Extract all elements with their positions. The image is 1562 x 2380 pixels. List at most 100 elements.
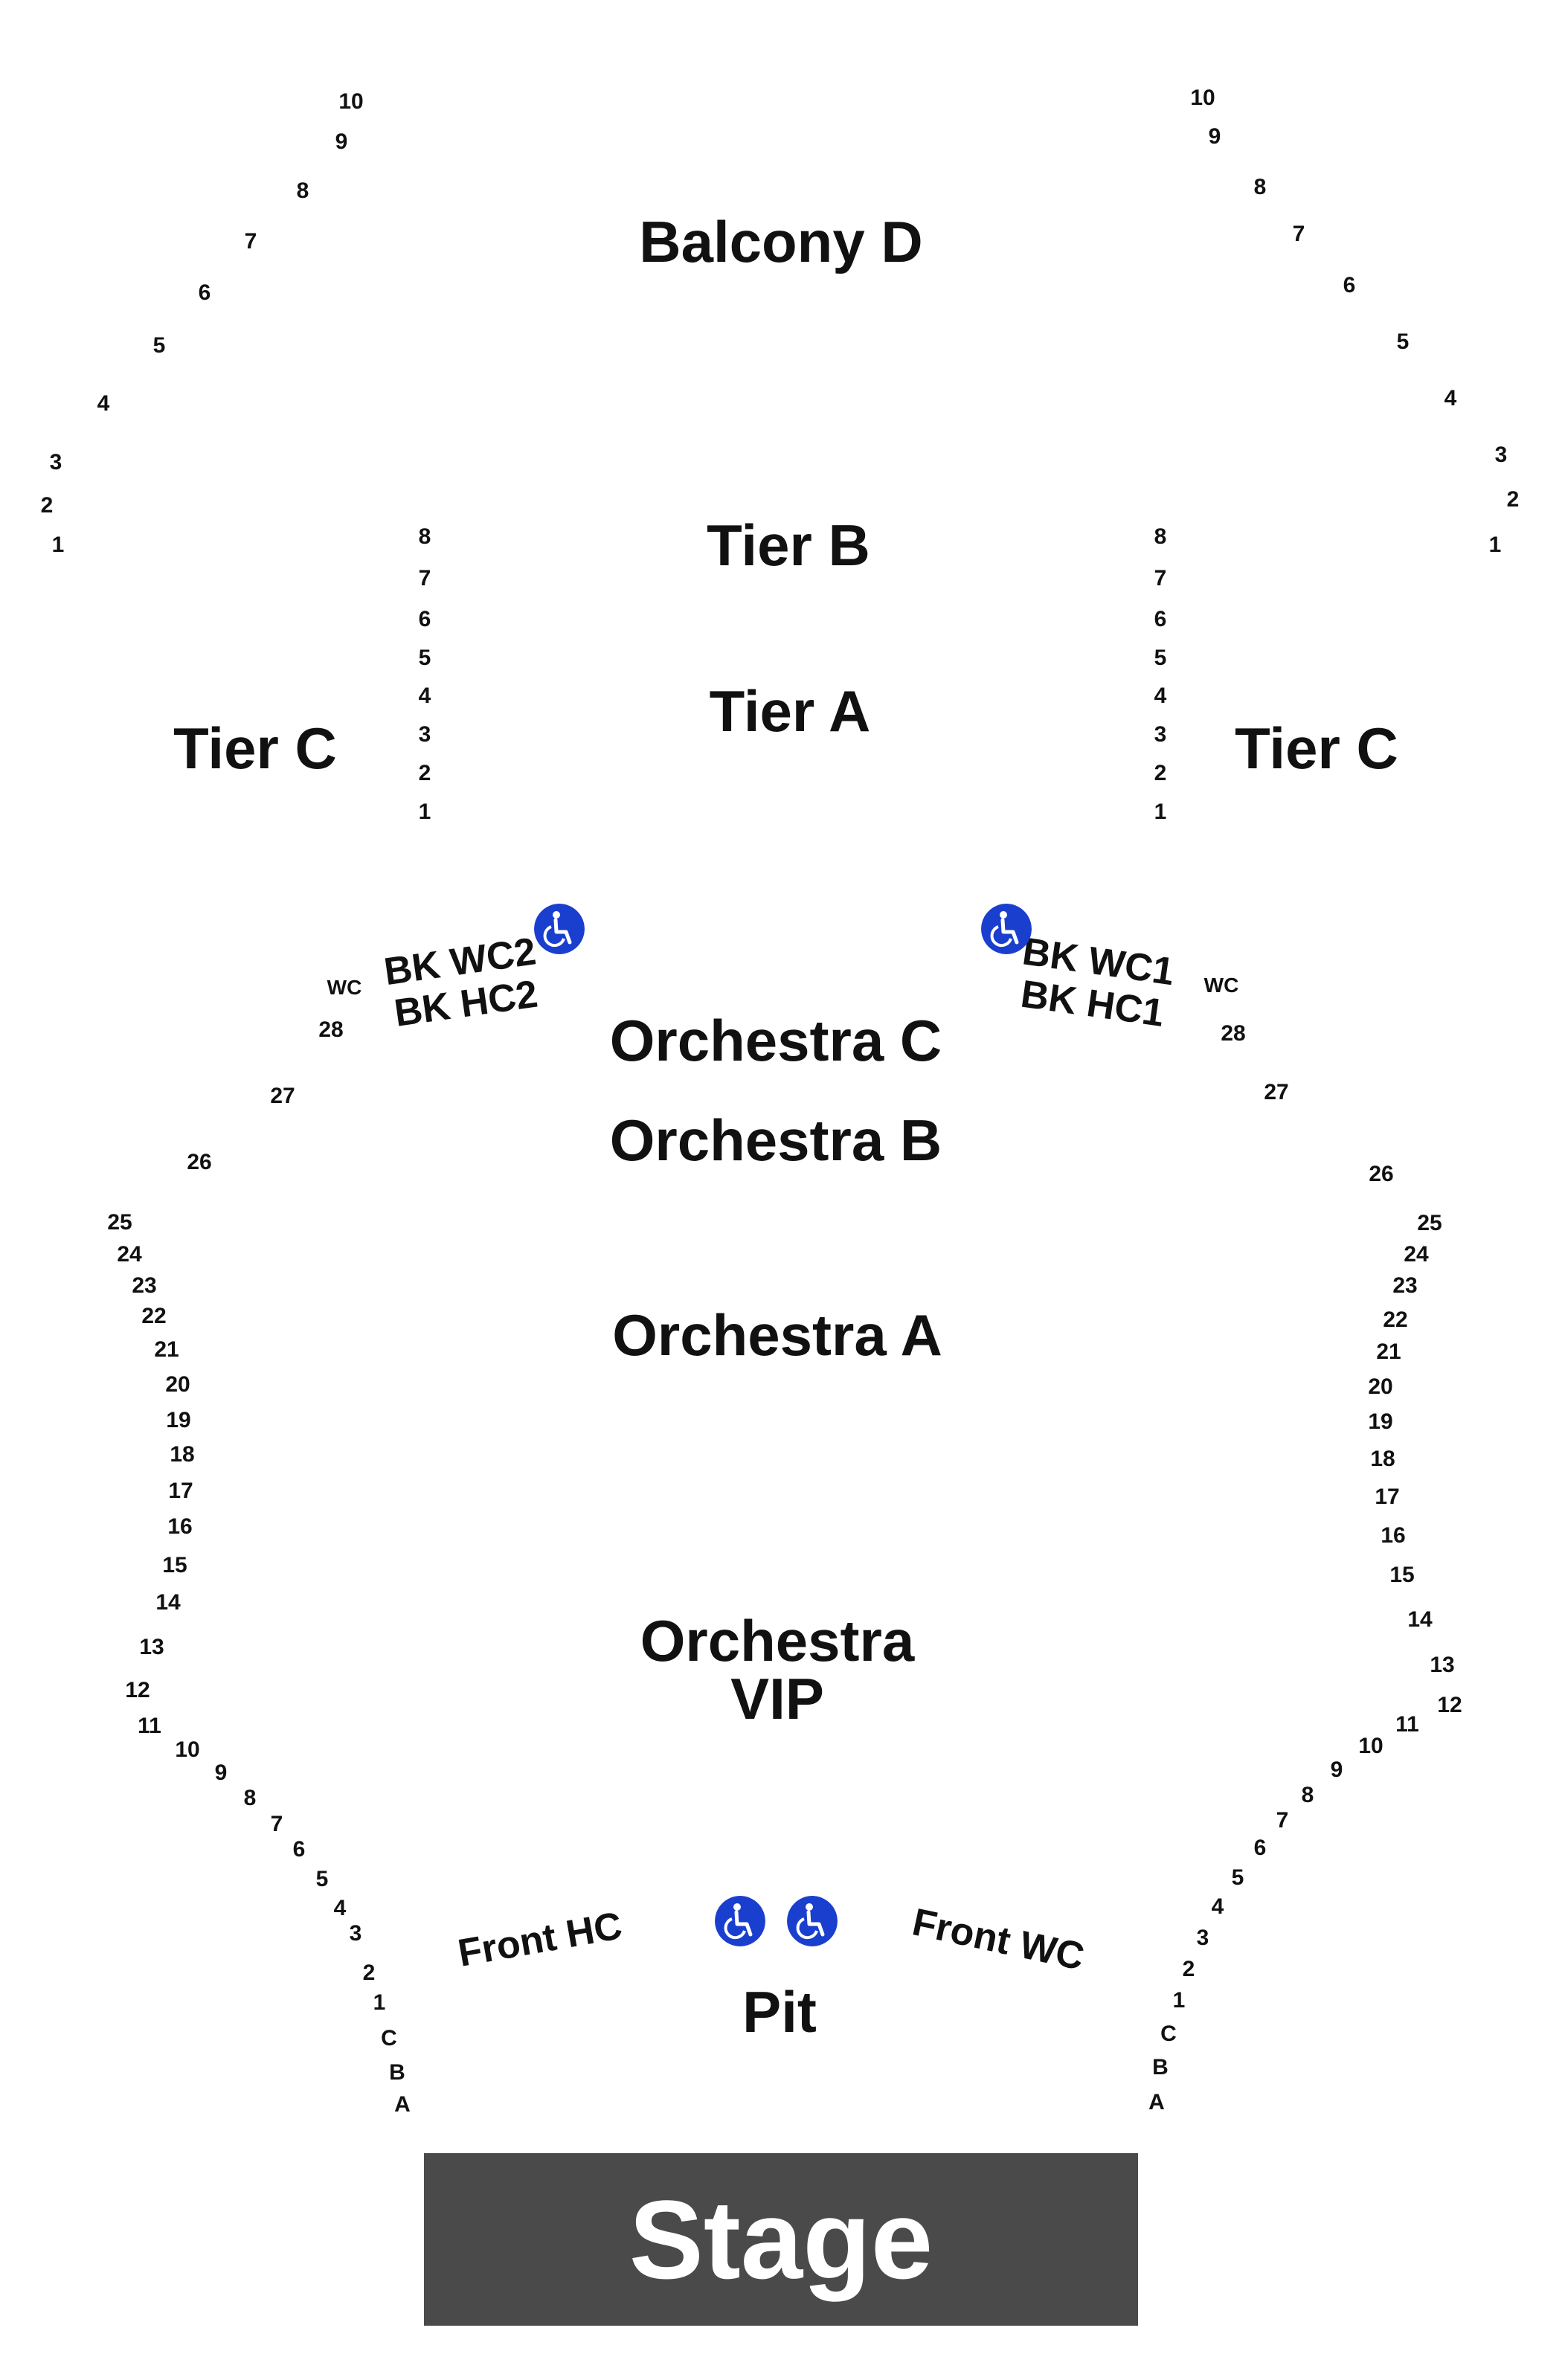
orchestra-row-label: 2 (1182, 1957, 1195, 1981)
orchestra-row-label: C (1160, 2022, 1177, 2046)
section-orchestra-a[interactable]: Orchestra A (612, 1302, 942, 1368)
front-wc-label[interactable]: Front WC (908, 1900, 1088, 1979)
bk-wc1-hc1-label[interactable]: BK WC1 BK HC1 (1018, 930, 1177, 1036)
wheelchair-accessible-icon (715, 1896, 765, 1946)
balcony-row-label: 6 (1343, 273, 1356, 298)
orchestra-row-label: A (1148, 2090, 1165, 2114)
balcony-row-label: 4 (1444, 386, 1457, 411)
balcony-row-label: 6 (198, 280, 211, 305)
orchestra-row-label: C (381, 2026, 397, 2051)
section-tier-a[interactable]: Tier A (709, 678, 871, 744)
tier-row-label: 2 (418, 761, 431, 785)
orchestra-row-label: 26 (1369, 1162, 1394, 1186)
orchestra-row-label: 14 (155, 1590, 181, 1615)
front-hc-label[interactable]: Front HC (454, 1904, 626, 1975)
bk-wc2-hc2-label[interactable]: BK WC2 BK HC2 (381, 930, 541, 1036)
orchestra-row-label: 22 (1383, 1308, 1408, 1332)
balcony-row-label: 8 (1253, 175, 1267, 199)
section-orchestra-vip[interactable]: Orchestra VIP (640, 1608, 915, 1731)
orchestra-row-label: 15 (162, 1553, 187, 1577)
tier-row-label: 8 (1154, 524, 1167, 549)
section-tier-c-right[interactable]: Tier C (1235, 715, 1398, 781)
tier-row-label: 2 (1154, 761, 1167, 785)
orchestra-row-label: 7 (1276, 1808, 1289, 1833)
orchestra-row-label: 4 (1211, 1894, 1224, 1919)
orchestra-row-label: 6 (1253, 1836, 1267, 1860)
stage[interactable]: Stage (424, 2153, 1138, 2326)
orchestra-row-label: 4 (333, 1896, 347, 1920)
orchestra-row-label: 21 (1376, 1339, 1401, 1364)
orchestra-row-label: 28 (1221, 1021, 1246, 1046)
orchestra-row-label: 8 (243, 1786, 257, 1810)
orchestra-row-label: 19 (1368, 1409, 1393, 1434)
orchestra-row-label: B (389, 2060, 405, 2085)
orchestra-row-label: 25 (107, 1210, 132, 1235)
section-tier-c-left[interactable]: Tier C (173, 715, 337, 781)
orchestra-row-label: 1 (1172, 1988, 1186, 2013)
orchestra-row-label: 16 (1381, 1523, 1406, 1548)
balcony-row-label: 5 (1396, 329, 1410, 354)
balcony-row-label: 9 (335, 129, 348, 154)
orchestra-row-label: 1 (373, 1990, 386, 2015)
orchestra-row-label: 13 (139, 1635, 164, 1659)
section-tier-b[interactable]: Tier B (707, 512, 870, 578)
orchestra-row-label: 28 (318, 1017, 344, 1042)
orchestra-row-label: 9 (214, 1760, 228, 1785)
balcony-row-label: 1 (51, 533, 65, 557)
tier-row-label: 4 (418, 684, 431, 708)
balcony-row-label: 2 (1506, 487, 1520, 512)
tier-row-label: 6 (418, 607, 431, 631)
section-pit[interactable]: Pit (742, 1979, 817, 2045)
tier-row-label: 5 (1154, 646, 1167, 670)
section-balcony-d[interactable]: Balcony D (639, 209, 923, 274)
orchestra-row-label: 13 (1430, 1653, 1455, 1677)
tier-row-label: 3 (418, 722, 431, 747)
orchestra-row-label: A (394, 2092, 411, 2117)
balcony-row-label: 3 (1494, 443, 1508, 467)
balcony-row-label: 10 (338, 89, 364, 114)
tier-row-label: 4 (1154, 684, 1167, 708)
section-orchestra-b[interactable]: Orchestra B (609, 1107, 942, 1173)
orchestra-row-label: 12 (125, 1678, 150, 1702)
orchestra-row-label: 27 (270, 1084, 295, 1108)
orchestra-row-label: 20 (1368, 1374, 1393, 1399)
balcony-row-label: 10 (1190, 86, 1215, 110)
orchestra-row-label: 17 (1375, 1485, 1400, 1509)
wc-right-label: WC (1203, 974, 1239, 997)
orchestra-row-label: 7 (270, 1812, 283, 1836)
orchestra-row-label: 9 (1330, 1757, 1343, 1782)
orchestra-row-label: 2 (362, 1961, 376, 1985)
orchestra-row-label: 3 (1196, 1926, 1209, 1950)
balcony-row-label: 3 (49, 450, 62, 475)
orchestra-row-label: 23 (1392, 1273, 1418, 1298)
orchestra-row-label: B (1152, 2055, 1169, 2080)
orchestra-row-label: 27 (1264, 1080, 1289, 1104)
balcony-row-label: 4 (97, 391, 110, 416)
balcony-row-label: 1 (1488, 533, 1502, 557)
balcony-row-label: 2 (40, 493, 54, 518)
balcony-row-label: 9 (1208, 124, 1221, 149)
orchestra-row-label: 11 (1395, 1712, 1419, 1737)
tier-row-label: 5 (418, 646, 431, 670)
tier-row-label: 8 (418, 524, 431, 549)
balcony-row-label: 7 (1292, 222, 1305, 246)
wheelchair-accessible-icon (981, 904, 1032, 954)
tier-row-label: 1 (418, 800, 431, 824)
section-orchestra-c[interactable]: Orchestra C (609, 1008, 942, 1073)
tier-row-label: 7 (1154, 566, 1167, 591)
balcony-row-label: 7 (244, 229, 257, 254)
orchestra-row-label: 10 (175, 1737, 200, 1762)
orchestra-row-label: 23 (132, 1273, 157, 1298)
tier-row-label: 3 (1154, 722, 1167, 747)
orchestra-row-label: 5 (315, 1867, 329, 1891)
orchestra-row-label: 24 (117, 1242, 142, 1267)
orchestra-row-label: 6 (292, 1837, 306, 1862)
tier-row-label: 6 (1154, 607, 1167, 631)
tier-row-label: 1 (1154, 800, 1167, 824)
orchestra-row-label: 20 (165, 1372, 190, 1397)
balcony-row-label: 5 (152, 333, 166, 358)
orchestra-row-label: 5 (1231, 1865, 1244, 1890)
orchestra-row-label: 11 (138, 1714, 161, 1738)
orchestra-row-label: 10 (1358, 1734, 1383, 1758)
